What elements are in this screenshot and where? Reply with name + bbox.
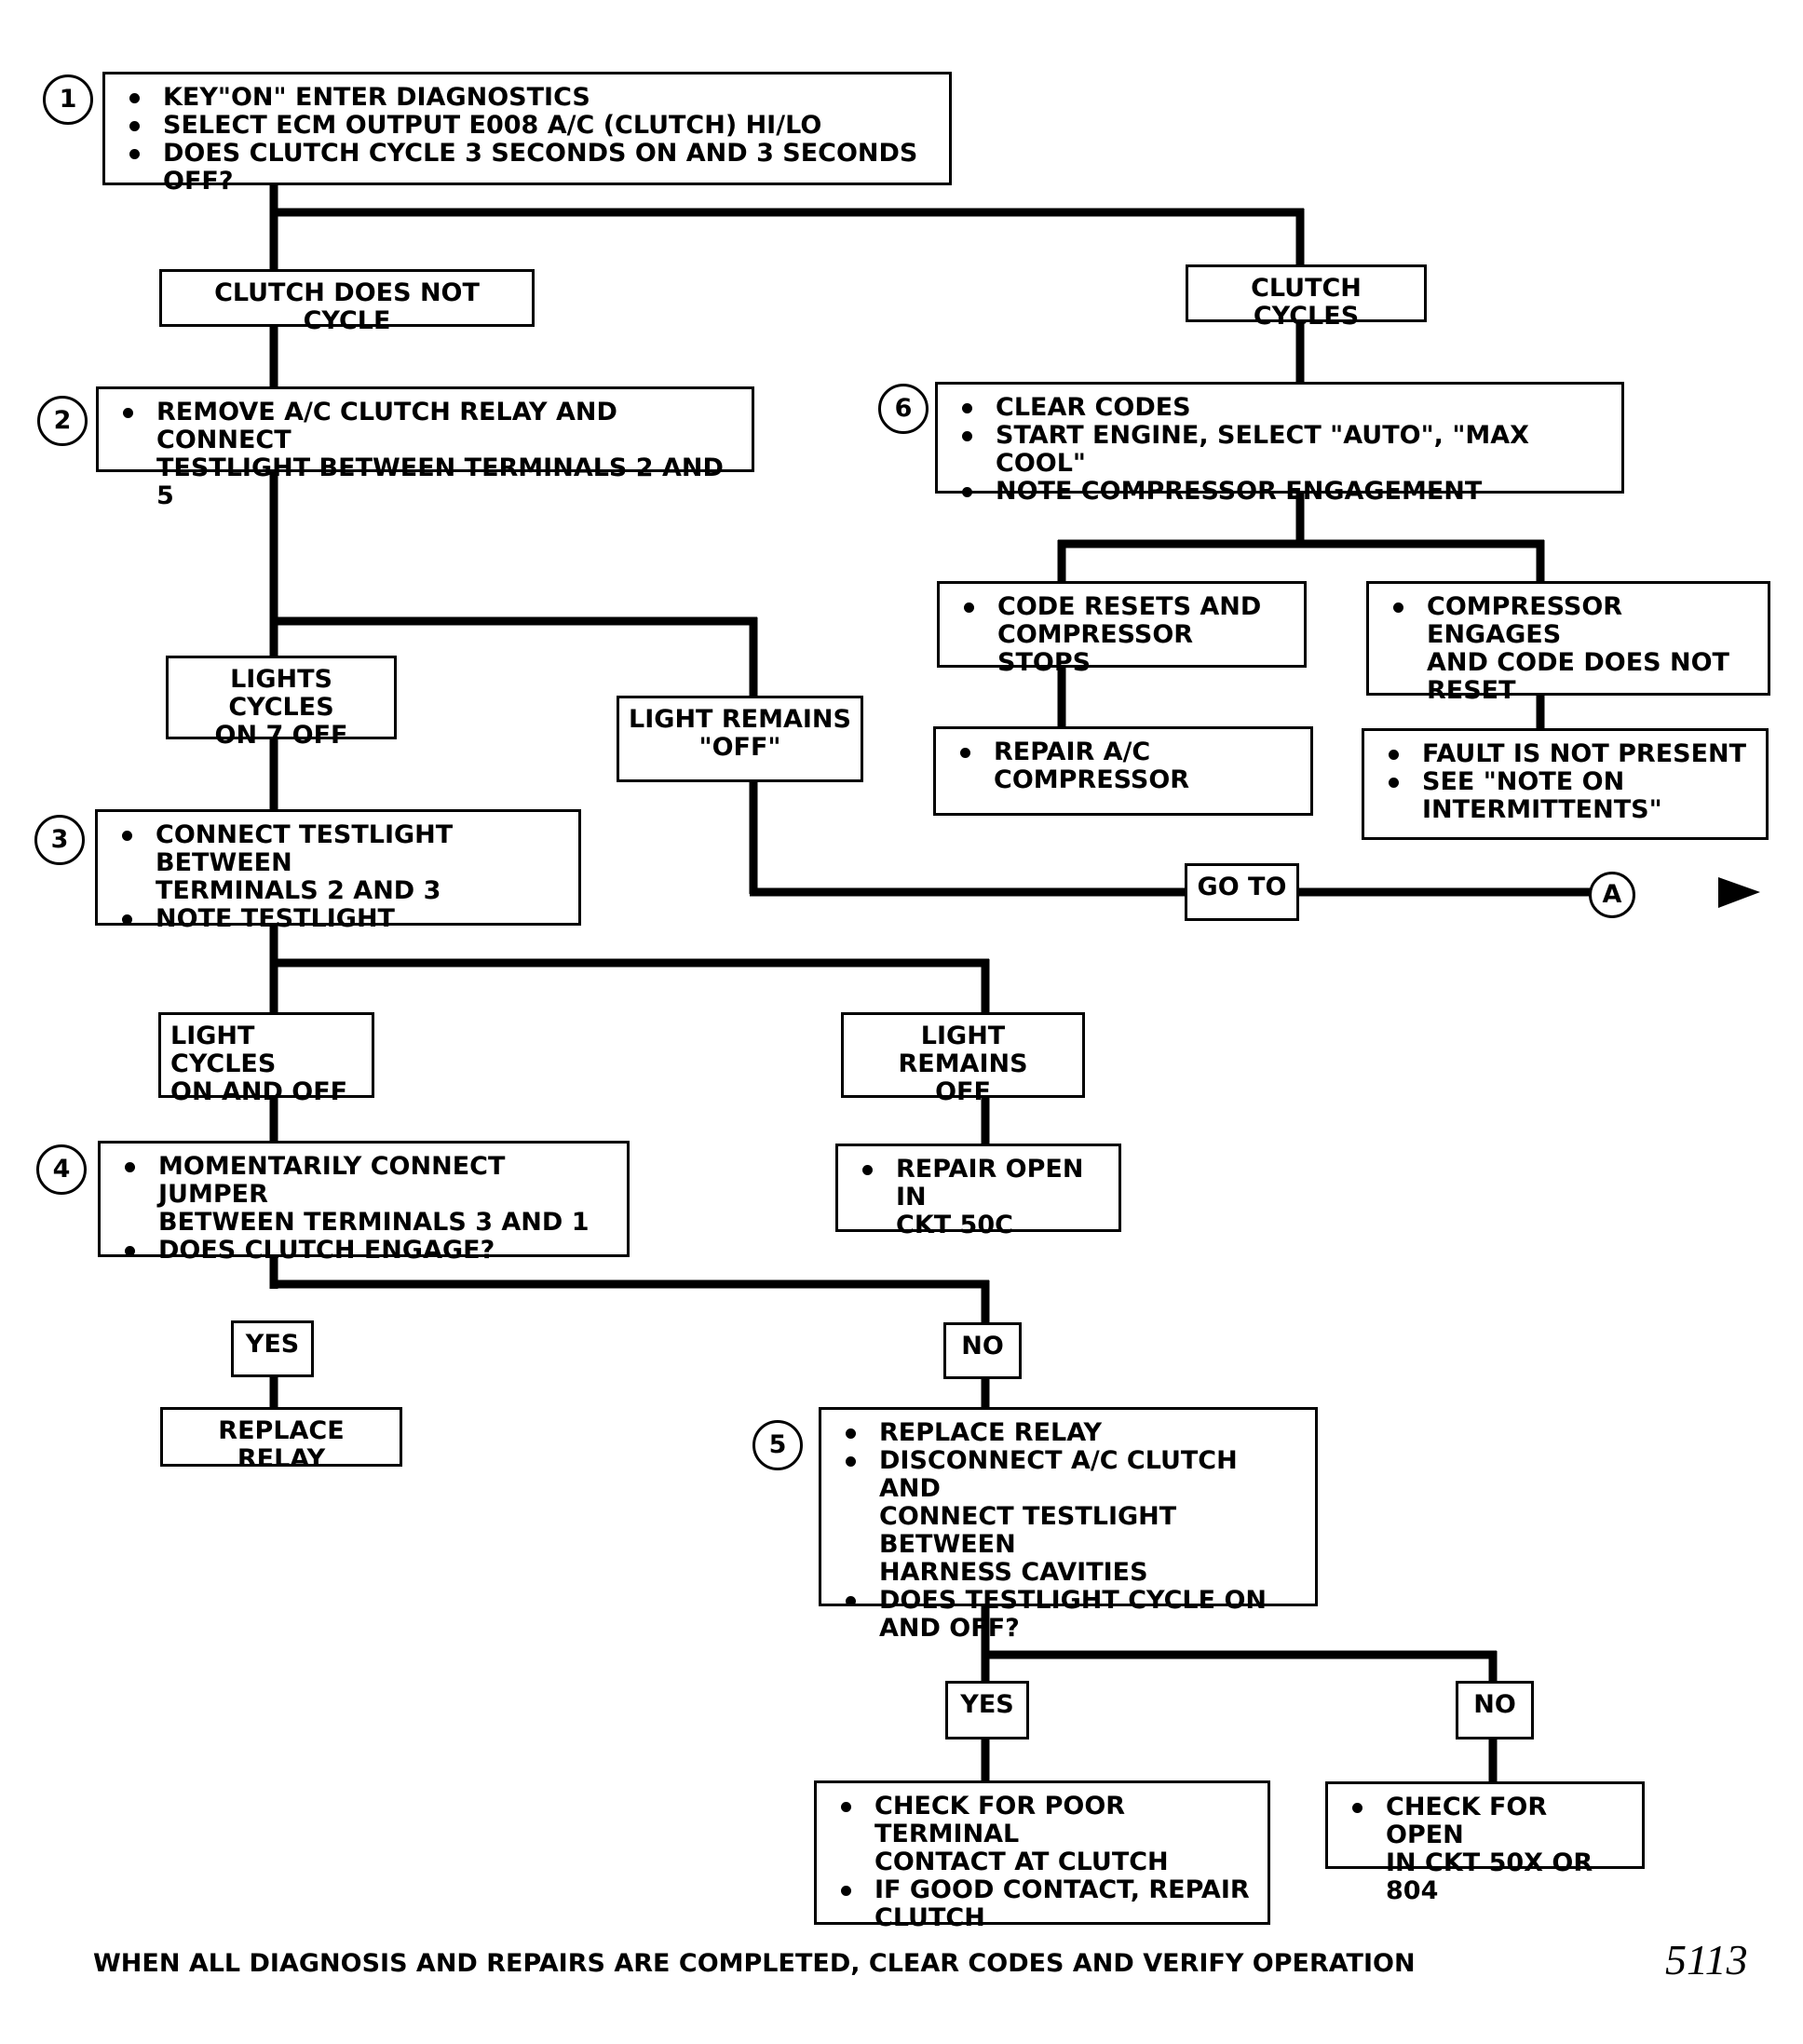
light-cycles-on-and-off-label: LIGHT CYCLES ON AND OFF: [158, 1012, 374, 1106]
clutch-does-not-cycle-label: CLUTCH DOES NOT CYCLE: [159, 269, 535, 335]
step-number-5: 5: [752, 1420, 803, 1470]
check-poor-terminal-item: IF GOOD CONTACT, REPAIR CLUTCH: [828, 1876, 1256, 1932]
repair-open-50c-box: REPAIR OPEN IN CKT 50C: [835, 1144, 1121, 1239]
step-3-item: CONNECT TESTLIGHT BETWEEN TERMINALS 2 AN…: [109, 821, 567, 905]
step-3-item: NOTE TESTLIGHT: [109, 905, 567, 933]
fault-not-present-box: FAULT IS NOT PRESENT SEE "NOTE ON INTERM…: [1362, 728, 1769, 840]
step-4-item: DOES CLUTCH ENGAGE?: [112, 1237, 616, 1265]
step-6-box: CLEAR CODES START ENGINE, SELECT "AUTO",…: [935, 382, 1624, 506]
connector-a-icon: A: [1589, 872, 1635, 918]
fault-not-present-item: FAULT IS NOT PRESENT: [1376, 740, 1755, 768]
check-poor-terminal-item: CHECK FOR POOR TERMINAL CONTACT AT CLUTC…: [828, 1793, 1256, 1876]
step-1-box: KEY"ON" ENTER DIAGNOSTICS SELECT ECM OUT…: [102, 72, 952, 196]
step-2-box: REMOVE A/C CLUTCH RELAY AND CONNECT TEST…: [96, 386, 754, 510]
step-1-item: SELECT ECM OUTPUT E008 A/C (CLUTCH) HI/L…: [116, 112, 938, 140]
clutch-cycles-label: CLUTCH CYCLES: [1186, 264, 1427, 331]
footer-note: WHEN ALL DIAGNOSIS AND REPAIRS ARE COMPL…: [93, 1949, 1416, 1978]
compressor-engages-item: COMPRESSOR ENGAGES AND CODE DOES NOT RES…: [1380, 593, 1756, 705]
code-resets-box: CODE RESETS AND COMPRESSOR STOPS: [937, 581, 1307, 677]
step-4-item: MOMENTARILY CONNECT JUMPER BETWEEN TERMI…: [112, 1153, 616, 1237]
check-open-50x-item: CHECK FOR OPEN IN CKT 50X OR 804: [1339, 1794, 1631, 1905]
step-number-4: 4: [36, 1144, 87, 1195]
lights-cycles-label: LIGHTS CYCLES ON 7 OFF: [166, 656, 397, 750]
page-number: 5113: [1665, 1936, 1748, 1983]
fault-not-present-item: SEE "NOTE ON INTERMITTENTS": [1376, 768, 1755, 824]
replace-relay-label: REPLACE RELAY: [160, 1407, 402, 1473]
step-6-item: CLEAR CODES: [949, 394, 1610, 422]
step-number-3: 3: [34, 815, 85, 865]
step-5-item: DOES TESTLIGHT CYCLE ON AND OFF?: [833, 1587, 1304, 1643]
yes-label: YES: [231, 1320, 314, 1377]
step-2-item: REMOVE A/C CLUTCH RELAY AND CONNECT TEST…: [110, 399, 740, 510]
step-5-box: REPLACE RELAY DISCONNECT A/C CLUTCH AND …: [819, 1407, 1318, 1643]
step-1-item: KEY"ON" ENTER DIAGNOSTICS: [116, 84, 938, 112]
step-6-item: NOTE COMPRESSOR ENGAGEMENT: [949, 478, 1610, 506]
step-1-item: DOES CLUTCH CYCLE 3 SECONDS ON AND 3 SEC…: [116, 140, 938, 196]
repair-compressor-box: REPAIR A/C COMPRESSOR: [933, 726, 1313, 816]
step-3-box: CONNECT TESTLIGHT BETWEEN TERMINALS 2 AN…: [95, 809, 581, 933]
code-resets-item: CODE RESETS AND COMPRESSOR STOPS: [951, 593, 1293, 677]
light-remains-off-quoted-label: LIGHT REMAINS "OFF": [617, 696, 863, 782]
step-number-1: 1: [43, 74, 93, 125]
check-open-50x-box: CHECK FOR OPEN IN CKT 50X OR 804: [1325, 1781, 1645, 1905]
compressor-engages-box: COMPRESSOR ENGAGES AND CODE DOES NOT RES…: [1366, 581, 1770, 705]
go-to-label: GO TO: [1185, 863, 1299, 921]
repair-open-50c-item: REPAIR OPEN IN CKT 50C: [849, 1156, 1107, 1239]
step-5-item: DISCONNECT A/C CLUTCH AND CONNECT TESTLI…: [833, 1447, 1304, 1587]
no-label: NO: [943, 1322, 1022, 1379]
light-remains-off-label: LIGHT REMAINS OFF: [841, 1012, 1085, 1106]
yes-label-2: YES: [945, 1681, 1029, 1739]
step-6-item: START ENGINE, SELECT "AUTO", "MAX COOL": [949, 422, 1610, 478]
repair-compressor-item: REPAIR A/C COMPRESSOR: [947, 738, 1299, 794]
step-4-box: MOMENTARILY CONNECT JUMPER BETWEEN TERMI…: [98, 1141, 630, 1265]
check-poor-terminal-box: CHECK FOR POOR TERMINAL CONTACT AT CLUTC…: [814, 1780, 1270, 1932]
no-label-2: NO: [1456, 1681, 1534, 1739]
step-number-2: 2: [37, 396, 88, 446]
step-number-6: 6: [878, 384, 929, 434]
arrowhead-icon: [1718, 877, 1760, 908]
step-5-item: REPLACE RELAY: [833, 1419, 1304, 1447]
